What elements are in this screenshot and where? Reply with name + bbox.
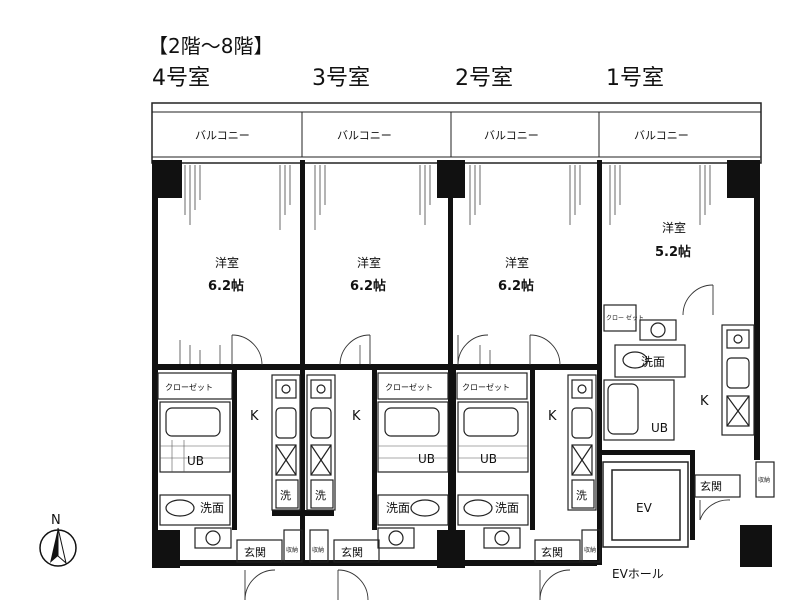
room-1-western-label: 洋室 xyxy=(662,220,686,235)
unit-bath-label-2: UB xyxy=(480,452,497,466)
unit-bath-label-1: UB xyxy=(651,421,668,435)
washrooms xyxy=(159,344,686,526)
north-arrow-icon xyxy=(39,527,77,567)
bath-tiles xyxy=(160,440,528,472)
room-1-area: 5.2帖 xyxy=(655,244,691,260)
washroom-label-4: 洗面 xyxy=(200,501,224,515)
kitchen-label-1: K xyxy=(700,394,709,409)
storage-label-1: 収納 xyxy=(758,476,770,484)
room-number-4: 4号室 xyxy=(152,66,210,91)
washer-spaces xyxy=(275,479,595,509)
room-4-western-label: 洋室 xyxy=(215,255,239,270)
entrance-label-4: 玄関 xyxy=(244,545,266,559)
room-3-area: 6.2帖 xyxy=(350,278,386,294)
closet-label-3: クローゼット xyxy=(385,382,433,392)
balcony-label-4: バルコニー xyxy=(195,129,250,142)
window-hatch xyxy=(179,165,711,365)
entrances xyxy=(236,461,775,563)
unit-bath-label-4: UB xyxy=(187,454,204,468)
balcony-label-3: バルコニー xyxy=(337,129,392,142)
closet-label-2: クローゼット xyxy=(462,382,510,392)
balcony-label-1: バルコニー xyxy=(634,129,689,142)
floor-range-title: 【2階～8階】 xyxy=(148,34,274,58)
room-number-2: 2号室 xyxy=(455,66,513,91)
partition-walls xyxy=(300,160,602,565)
elevator-hall-label: EVホール xyxy=(612,567,664,581)
room-3-western-label: 洋室 xyxy=(357,255,381,270)
interior-walls xyxy=(152,364,695,540)
elevator xyxy=(602,461,689,548)
entrance-label-3: 玄関 xyxy=(341,545,363,559)
storage-label-2: 収納 xyxy=(584,546,596,554)
kitchens xyxy=(271,324,755,511)
unit-baths xyxy=(159,379,675,473)
room-number-3: 3号室 xyxy=(312,66,370,91)
washroom-label-2: 洗面 xyxy=(495,501,519,515)
washer-label-2: 洗 xyxy=(576,489,587,502)
storage-label-4: 収納 xyxy=(286,546,298,554)
toilets xyxy=(194,319,677,549)
unit-bath-label-3: UB xyxy=(418,452,435,466)
room-4-area: 6.2帖 xyxy=(208,278,244,294)
room-2-area: 6.2帖 xyxy=(498,278,534,294)
entrance-label-1: 玄関 xyxy=(700,479,722,493)
storage-label-3: 収納 xyxy=(312,546,324,554)
room-2-western-label: 洋室 xyxy=(505,255,529,270)
outer-walls xyxy=(152,160,772,568)
kitchen-label-2: K xyxy=(548,409,557,424)
washer-label-4: 洗 xyxy=(280,489,291,502)
closet-label-4: クローゼット xyxy=(165,382,213,392)
elevator-label: EV xyxy=(636,501,653,515)
door-swings xyxy=(231,284,731,601)
washer-label-3: 洗 xyxy=(315,489,326,502)
room-number-1: 1号室 xyxy=(606,66,664,91)
closets xyxy=(157,304,637,400)
washroom-label-1: 洗面 xyxy=(641,355,665,369)
north-label: N xyxy=(51,513,61,528)
kitchen-label-4: K xyxy=(250,409,259,424)
balcony-label-2: バルコニー xyxy=(484,129,539,142)
kitchen-label-3: K xyxy=(352,409,361,424)
closet-label-1: クロー ゼット xyxy=(606,314,644,322)
entrance-label-2: 玄関 xyxy=(541,545,563,559)
washroom-label-3: 洗面 xyxy=(386,501,410,515)
